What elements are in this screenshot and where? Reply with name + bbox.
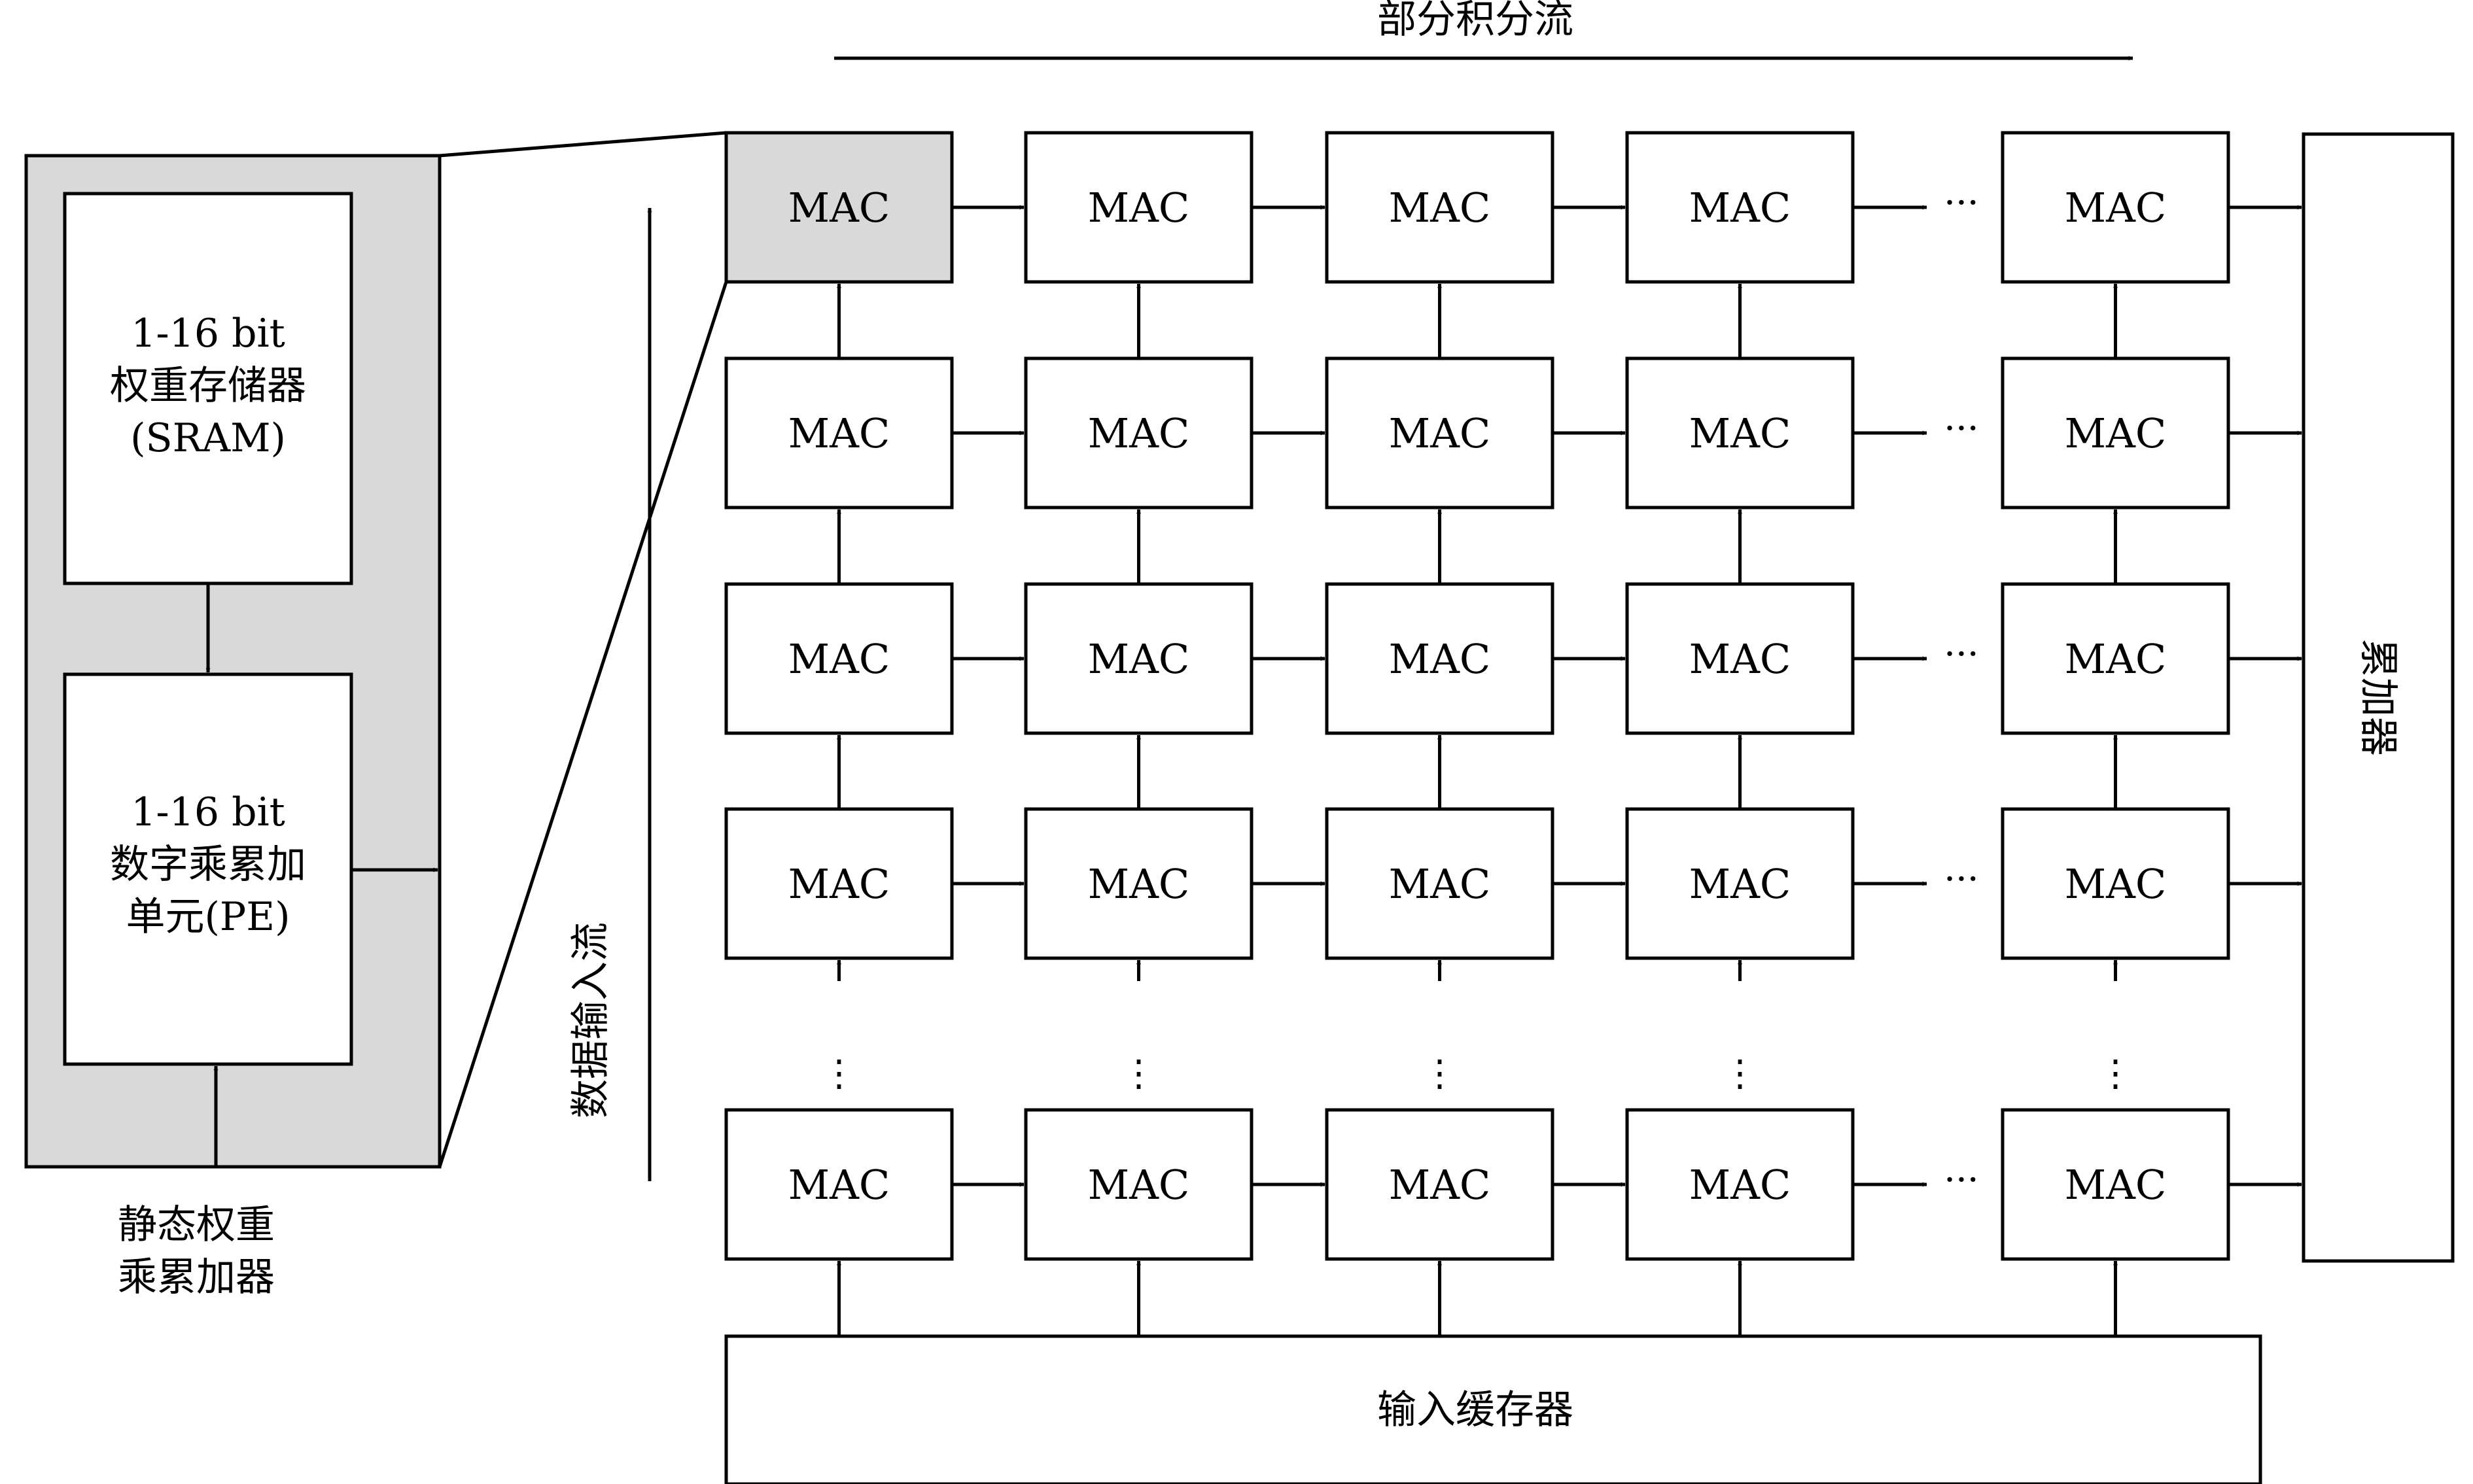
mac-label: MAC xyxy=(1088,184,1190,232)
mac-label: MAC xyxy=(1689,409,1791,457)
mac-cell xyxy=(1024,356,1254,509)
mac-cell xyxy=(1625,807,1855,960)
mac-label: MAC xyxy=(1689,184,1791,232)
mac-cell xyxy=(1625,356,1855,509)
mac-label: MAC xyxy=(1689,635,1791,683)
horizontal-ellipsis: ··· xyxy=(1944,407,1978,450)
mac-cell xyxy=(724,131,954,284)
input-buffer-label: 输入缓存器 xyxy=(1377,1387,1573,1433)
mac-cell xyxy=(1024,807,1254,960)
mac-label: MAC xyxy=(1088,635,1190,683)
mac-cell xyxy=(1325,131,1554,284)
horizontal-ellipsis: ··· xyxy=(1944,1159,1978,1201)
mac-label: MAC xyxy=(1389,860,1491,908)
mac-label: MAC xyxy=(1088,860,1190,908)
mac-cell xyxy=(2001,807,2230,960)
static-weight-mac-caption-line2: 乘累加器 xyxy=(118,1254,275,1300)
weight-memory-label-line3: (SRAM) xyxy=(130,415,286,461)
horizontal-ellipsis: ··· xyxy=(1944,858,1978,901)
zoom-line-bottom xyxy=(438,281,728,1167)
mac-cell xyxy=(1325,807,1554,960)
mac-label: MAC xyxy=(1088,409,1190,457)
input-buffer-box xyxy=(724,1334,2262,1484)
pe-unit-label-line2: 数字乘累加 xyxy=(110,842,306,888)
mac-label: MAC xyxy=(788,184,890,232)
mac-label: MAC xyxy=(1389,184,1491,232)
weight-memory-box xyxy=(63,192,353,585)
mac-cell xyxy=(724,582,954,735)
vertical-ellipsis: ⋮ xyxy=(2097,1052,2134,1095)
mac-label: MAC xyxy=(1689,1161,1791,1209)
mac-label: MAC xyxy=(1389,1161,1491,1209)
accumulator-box xyxy=(2302,132,2455,1263)
mac-label: MAC xyxy=(788,409,890,457)
mac-label: MAC xyxy=(1389,635,1491,683)
mac-cell xyxy=(1325,582,1554,735)
partial-sum-flow-label: 部分积分流 xyxy=(1377,0,1573,43)
mac-cell xyxy=(1325,356,1554,509)
vertical-ellipsis: ⋮ xyxy=(821,1052,858,1095)
horizontal-ellipsis: ··· xyxy=(1944,182,1978,224)
mac-cell xyxy=(1625,131,1855,284)
mac-label: MAC xyxy=(788,635,890,683)
mac-cell xyxy=(724,356,954,509)
pe-detail-panel: 1-16 bit 权重存储器 (SRAM) 1-16 bit 数字乘累加 单元(… xyxy=(24,154,442,1300)
mac-label: MAC xyxy=(1088,1161,1190,1209)
mac-cell xyxy=(1024,131,1254,284)
mac-cell xyxy=(2001,1108,2230,1261)
mac-label: MAC xyxy=(1689,860,1791,908)
weight-memory-label-line1: 1-16 bit xyxy=(131,311,285,356)
horizontal-ellipsis: ··· xyxy=(1944,633,1978,676)
vertical-ellipsis: ⋮ xyxy=(1121,1052,1157,1095)
mac-label: MAC xyxy=(2065,1161,2167,1209)
vertical-ellipsis: ⋮ xyxy=(1422,1052,1458,1095)
data-input-flow-label: 数据输入流 xyxy=(568,922,614,1118)
mac-label: MAC xyxy=(2065,860,2167,908)
mac-cell xyxy=(2001,131,2230,284)
mac-cell xyxy=(1024,582,1254,735)
mac-label: MAC xyxy=(2065,184,2167,232)
mac-cell xyxy=(2001,356,2230,509)
zoom-line-top xyxy=(439,131,727,158)
mac-cell xyxy=(1024,1108,1254,1261)
pe-unit-label-line3: 单元(PE) xyxy=(126,894,290,940)
vertical-ellipsis: ⋮ xyxy=(1722,1052,1759,1095)
accumulator-label: 累加器 xyxy=(2355,638,2401,756)
mac-grid: MAC MAC MAC MAC MAC ··· MAC MAC MAC MAC MAC ··· MAC M… xyxy=(724,131,2302,1336)
weight-memory-label-line2: 权重存储器 xyxy=(110,363,306,409)
mac-label: MAC xyxy=(1389,409,1491,457)
pe-unit-label-line1: 1-16 bit xyxy=(131,789,285,835)
mac-label: MAC xyxy=(2065,635,2167,683)
mac-label: MAC xyxy=(2065,409,2167,457)
static-weight-mac-caption-line1: 静态权重 xyxy=(118,1202,275,1248)
mac-label: MAC xyxy=(788,860,890,908)
mac-label: MAC xyxy=(788,1161,890,1209)
pe-unit-box xyxy=(63,672,353,1066)
